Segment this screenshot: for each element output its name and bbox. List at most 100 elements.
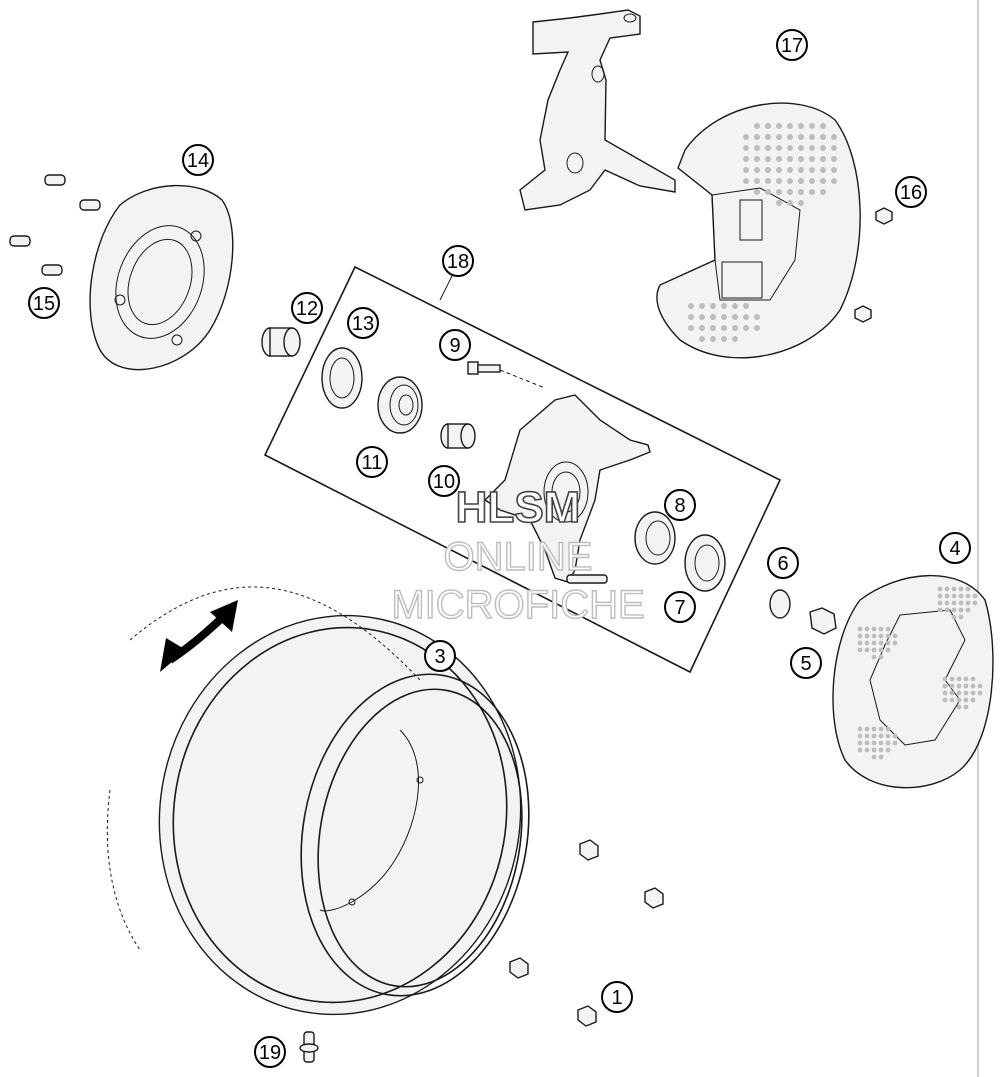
disc-hole	[951, 600, 957, 606]
disc-hole	[787, 200, 793, 206]
disc-hole	[798, 134, 804, 140]
disc-hole	[754, 167, 760, 173]
disc-hole	[864, 640, 870, 646]
disc-hole	[776, 156, 782, 162]
disc-hole	[820, 189, 826, 195]
disc-4	[832, 574, 994, 789]
svg-text:18: 18	[447, 251, 469, 273]
disc-hole	[787, 167, 793, 173]
svg-text:9: 9	[449, 335, 460, 357]
disc-hole	[787, 145, 793, 151]
disc-hole	[965, 586, 971, 592]
disc-hole	[820, 123, 826, 129]
disc-hole	[754, 178, 760, 184]
disc-14	[89, 184, 234, 371]
callout-4: 4	[939, 532, 971, 564]
disc-hole	[885, 747, 891, 753]
disc-hole	[743, 303, 749, 309]
disc-hole	[958, 586, 964, 592]
svg-text:HLSM: HLSM	[456, 483, 581, 532]
disc-hole	[857, 740, 863, 746]
disc-hole	[787, 134, 793, 140]
disc-hole	[798, 178, 804, 184]
callout-12: 12	[291, 292, 323, 324]
disc-hole	[754, 145, 760, 151]
disc-hole	[951, 607, 957, 613]
disc-hole	[787, 178, 793, 184]
callout-6: 6	[767, 547, 799, 579]
disc-hole	[970, 690, 976, 696]
spacer-10	[440, 423, 476, 449]
disc-hole	[688, 303, 694, 309]
svg-text:17: 17	[781, 35, 803, 57]
callout-9: 9	[439, 329, 471, 361]
wheel-hub	[483, 394, 651, 584]
disc-hole	[885, 640, 891, 646]
disc-hole	[754, 123, 760, 129]
disc-hole	[885, 726, 891, 732]
disc-hole	[776, 178, 782, 184]
disc-hole	[942, 683, 948, 689]
disc-hole	[977, 683, 983, 689]
disc-hole	[878, 626, 884, 632]
disc-hole	[892, 733, 898, 739]
disc-hole	[937, 600, 943, 606]
disc-hole	[809, 167, 815, 173]
disc-hole	[942, 690, 948, 696]
callout-1: 1	[601, 981, 633, 1013]
disc-hole	[721, 303, 727, 309]
disc-hole	[798, 123, 804, 129]
disc-hole	[820, 156, 826, 162]
disc-hole	[765, 167, 771, 173]
disc-hole	[732, 314, 738, 320]
disc-hole	[743, 325, 749, 331]
disc-hole	[765, 145, 771, 151]
disc-hole	[956, 683, 962, 689]
disc-hole	[809, 134, 815, 140]
svg-text:19: 19	[259, 1042, 281, 1064]
disc-hole	[743, 178, 749, 184]
disc-hole	[958, 600, 964, 606]
disc-hole	[732, 336, 738, 342]
disc-hole	[972, 600, 978, 606]
disc-hole	[710, 336, 716, 342]
disc-hole	[885, 626, 891, 632]
disc-hole	[831, 156, 837, 162]
disc-hole	[958, 593, 964, 599]
disc-hole	[857, 726, 863, 732]
callout-5: 5	[790, 647, 822, 679]
disc-hole	[951, 614, 957, 620]
disc-hole	[963, 683, 969, 689]
disc-hole	[871, 747, 877, 753]
disc-hole	[864, 747, 870, 753]
disc-hole	[878, 747, 884, 753]
disc-hole	[963, 690, 969, 696]
disc-hole	[754, 134, 760, 140]
watermark: HLSM ONLINE MICROFICHE	[391, 482, 646, 628]
spacer-12	[261, 327, 301, 357]
disc-hole	[857, 747, 863, 753]
disc-hole	[942, 676, 948, 682]
disc-hole	[820, 134, 826, 140]
disc-hole	[864, 740, 870, 746]
svg-text:14: 14	[187, 150, 209, 172]
disc-hole	[864, 626, 870, 632]
disc-hole	[892, 740, 898, 746]
seal-7	[684, 534, 726, 592]
disc-hole	[754, 325, 760, 331]
disc-hole	[871, 626, 877, 632]
disc-hole	[820, 178, 826, 184]
disc-hole	[864, 733, 870, 739]
steering-knuckle	[519, 9, 676, 211]
disc-hole	[710, 314, 716, 320]
disc-hole	[871, 740, 877, 746]
disc-hole	[949, 676, 955, 682]
disc-hole	[944, 593, 950, 599]
svg-text:MICROFICHE: MICROFICHE	[391, 583, 644, 627]
disc-hole	[809, 189, 815, 195]
disc-hole	[965, 600, 971, 606]
disc-hole	[765, 189, 771, 195]
disc-hole	[878, 654, 884, 660]
disc-hole	[944, 586, 950, 592]
disc-hole	[871, 733, 877, 739]
